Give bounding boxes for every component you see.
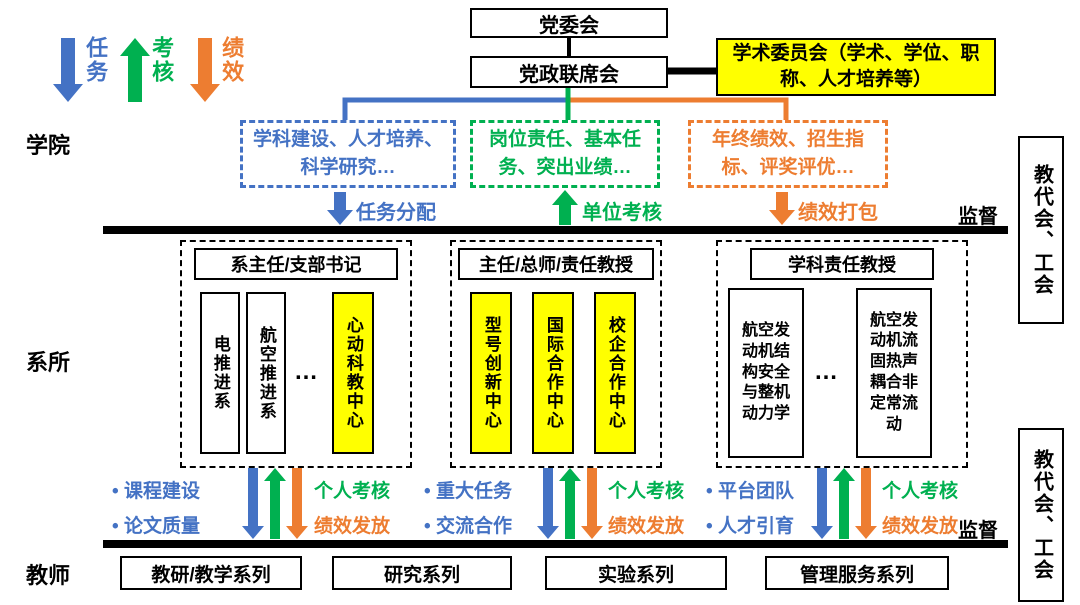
flow2-assessment-label: 个人考核 (608, 481, 685, 502)
flow1-assessment-up-arrow-icon (264, 468, 286, 539)
task-branch-line (342, 97, 568, 121)
flow2-bullets: 重大任务 交流合作 (424, 476, 512, 538)
flow1-bullets: 课程建设 论文质量 (112, 476, 200, 538)
flow3-performance-label: 绩效发放 (882, 516, 959, 537)
academic-committee-box: 学术委员会（学术、学位、职称、人才培养等） (716, 38, 996, 96)
supervision-bar-bottom (103, 540, 1008, 548)
unit-assessment-up-arrow-icon (552, 190, 578, 225)
row-label-teachers: 教师 (26, 563, 71, 588)
dept-item-international-cooperation-center: 国际合作中心 (532, 292, 574, 454)
legend-assessment-label-text: 考核 (149, 36, 175, 84)
flow1-bullet-1: 课程建设 (112, 476, 200, 503)
legend-task-label-text: 任务 (83, 36, 109, 84)
unit-assessment-label: 单位考核 (582, 202, 662, 224)
dept-item-core-center: 心动科教中心 (332, 292, 374, 454)
joint-meeting-box: 党政联席会 (470, 56, 668, 88)
flow1-task-down-arrow-icon (242, 468, 264, 539)
dept-item-text: 电推进系 (210, 335, 230, 411)
assessment-scope-box: 岗位责任、基本任务、突出业绩… (470, 120, 660, 188)
supervision-label-bottom: 监督 (958, 520, 998, 542)
legend-performance-down-arrow-icon (190, 38, 220, 102)
task-allocation-down-arrow-icon (327, 192, 353, 225)
dept-item-aero-propulsion: 航空推进系 (246, 292, 286, 454)
flow3-bullet-1: 平台团队 (706, 476, 794, 503)
performance-scope-box: 年终绩效、招生指标、评奖评优… (688, 120, 888, 188)
task-allocation-label: 任务分配 (356, 202, 436, 224)
flow3-assessment-label: 个人考核 (882, 481, 959, 502)
dept-item-structure-safety: 航空发动机结构安全与整机动力学 (728, 288, 804, 458)
dept-item-text: 型号创新中心 (481, 316, 501, 430)
dept-group-1-header: 系主任/支部书记 (194, 248, 398, 280)
dept-item-text: 航空发动机流固热声耦合非定常流动 (869, 311, 918, 433)
flow2-labels: 个人考核 绩效发放 (608, 476, 684, 538)
row-label-departments: 系所 (26, 350, 71, 375)
legend-task-down-arrow-icon (53, 38, 83, 102)
performance-branch-line (568, 97, 789, 121)
side-panel-staff-union-bottom: 教代会、工会 (1018, 428, 1064, 602)
dept-item-text: 国际合作中心 (543, 316, 563, 430)
side-panel-staff-union-top: 教代会、工会 (1018, 136, 1064, 324)
flow3-labels: 个人考核 绩效发放 (882, 476, 958, 538)
dept-group-3-container (716, 240, 968, 468)
dept-item-model-innovation-center: 型号创新中心 (470, 292, 512, 454)
performance-package-label: 绩效打包 (798, 202, 878, 224)
dept-item-text: 航空推进系 (256, 325, 276, 421)
party-committee-box: 党委会 (470, 8, 668, 38)
dept-group-1-container (180, 240, 412, 468)
flow1-labels: 个人考核 绩效发放 (314, 476, 390, 538)
legend-performance-label: 绩效 (219, 36, 245, 90)
performance-package-down-arrow-icon (769, 192, 795, 225)
flow1-bullet-2: 论文质量 (112, 511, 200, 538)
supervision-label-top: 监督 (958, 206, 998, 228)
flow3-task-down-arrow-icon (811, 468, 833, 539)
dept-item-electric-propulsion: 电推进系 (200, 292, 240, 454)
side-panel-top-text: 教代会、工会 (1030, 164, 1053, 296)
flow2-task-down-arrow-icon (537, 468, 559, 539)
dept-item-text: 心动科教中心 (343, 316, 363, 430)
flow1-assessment-label: 个人考核 (314, 481, 391, 502)
flow3-bullets: 平台团队 人才引育 (706, 476, 794, 538)
dept-item-school-enterprise-center: 校企合作中心 (594, 292, 636, 454)
legend-assessment-up-arrow-icon (120, 38, 150, 102)
series-management-box: 管理服务系列 (765, 556, 949, 590)
flow3-assessment-up-arrow-icon (833, 468, 855, 539)
flow3-bullet-2: 人才引育 (706, 511, 794, 538)
dept-item-text: 校企合作中心 (605, 316, 625, 430)
flow1-performance-down-arrow-icon (286, 468, 308, 539)
dept-group-3-header: 学科责任教授 (750, 248, 934, 280)
series-experiment-box: 实验系列 (545, 556, 727, 590)
series-teaching-box: 教研/教学系列 (120, 556, 302, 590)
dept-group-1-ellipsis: … (294, 358, 318, 385)
task-scope-box: 学科建设、人才培养、科学研究… (240, 120, 456, 188)
dept-item-text: 航空发动机结构安全与整机动力学 (741, 322, 790, 423)
supervision-bar-top (103, 226, 1008, 234)
side-panel-bottom-text: 教代会、工会 (1030, 449, 1053, 581)
dept-group-3-ellipsis: … (814, 358, 838, 385)
legend-assessment-label: 考核 (149, 36, 175, 90)
dept-item-flow-coupling: 航空发动机流固热声耦合非定常流动 (856, 288, 932, 458)
legend-task-label: 任务 (83, 36, 109, 90)
flow3-performance-down-arrow-icon (855, 468, 877, 539)
flow2-performance-down-arrow-icon (581, 468, 603, 539)
dept-group-2-container (450, 240, 662, 468)
flow1-performance-label: 绩效发放 (314, 516, 391, 537)
legend-performance-label-text: 绩效 (219, 36, 245, 84)
flow2-performance-label: 绩效发放 (608, 516, 685, 537)
series-research-box: 研究系列 (332, 556, 512, 590)
dept-group-2-header: 主任/总师/责任教授 (458, 248, 654, 280)
flow2-bullet-2: 交流合作 (424, 511, 512, 538)
row-label-college: 学院 (26, 133, 71, 158)
flow2-assessment-up-arrow-icon (559, 468, 581, 539)
flow2-bullet-1: 重大任务 (424, 476, 512, 503)
